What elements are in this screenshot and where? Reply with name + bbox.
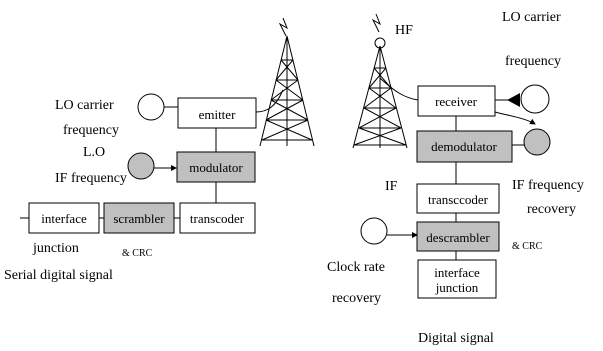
if-label: IF [385, 179, 398, 194]
emitter-chain: emitter modulator interface scrambler tr… [4, 17, 315, 283]
transcoder-label: transccoder [428, 192, 489, 207]
if-recovery-oscillator [523, 128, 551, 156]
interface-label: interface [434, 265, 480, 280]
clock-rate-label: Clock rate [327, 260, 385, 275]
lo-label: L.O [83, 145, 105, 160]
if-frequency-label: IF frequency [55, 171, 127, 186]
if-recovery-label: recovery [527, 202, 576, 217]
lo-carrier-label: LO carrier [502, 10, 561, 25]
interface-junction-box [417, 259, 497, 299]
transcoder-box [179, 202, 256, 234]
receiver-chain: receiver demodulator transccoder descram… [327, 10, 584, 346]
lo-carrier-oscillator [137, 93, 165, 121]
digital-signal-label: Digital signal [418, 331, 494, 346]
descrambler-box [416, 221, 500, 252]
clock-recovery-label: recovery [332, 291, 381, 306]
scrambler-label: scrambler [113, 211, 165, 226]
lo-carrier-label: LO carrier [55, 98, 114, 113]
interface-box [28, 202, 100, 234]
emitter-label: emitter [199, 107, 236, 122]
serial-signal-label: Serial digital signal [4, 268, 113, 283]
transcoder-label: transcoder [190, 211, 245, 226]
receiver-tower-icon [352, 13, 408, 149]
emitter-tower-icon [259, 17, 315, 147]
lo-frequency-label: frequency [63, 123, 119, 138]
interface-label: interface [41, 211, 87, 226]
if-oscillator [127, 152, 155, 180]
crc-label: & CRC [512, 241, 543, 252]
emitter-box [177, 97, 257, 129]
transcoder-box [416, 183, 500, 214]
crc-label: & CRC [122, 248, 153, 259]
junction-label: junction [435, 280, 479, 295]
receiver-label: receiver [435, 94, 478, 109]
demodulator-label: demodulator [431, 139, 497, 154]
if-frequency-label: IF frequency [512, 178, 584, 193]
hf-label: HF [395, 23, 413, 38]
receiver-lo-arrow-icon [507, 93, 520, 107]
modulator-label: modulator [189, 160, 243, 175]
descrambler-label: descrambler [426, 230, 490, 245]
demodulator-box [416, 130, 513, 163]
lo-frequency-label: frequency [505, 54, 561, 69]
junction-label: junction [32, 241, 79, 256]
receiver-lo-oscillator [520, 84, 550, 114]
clock-recovery-oscillator [360, 217, 388, 245]
